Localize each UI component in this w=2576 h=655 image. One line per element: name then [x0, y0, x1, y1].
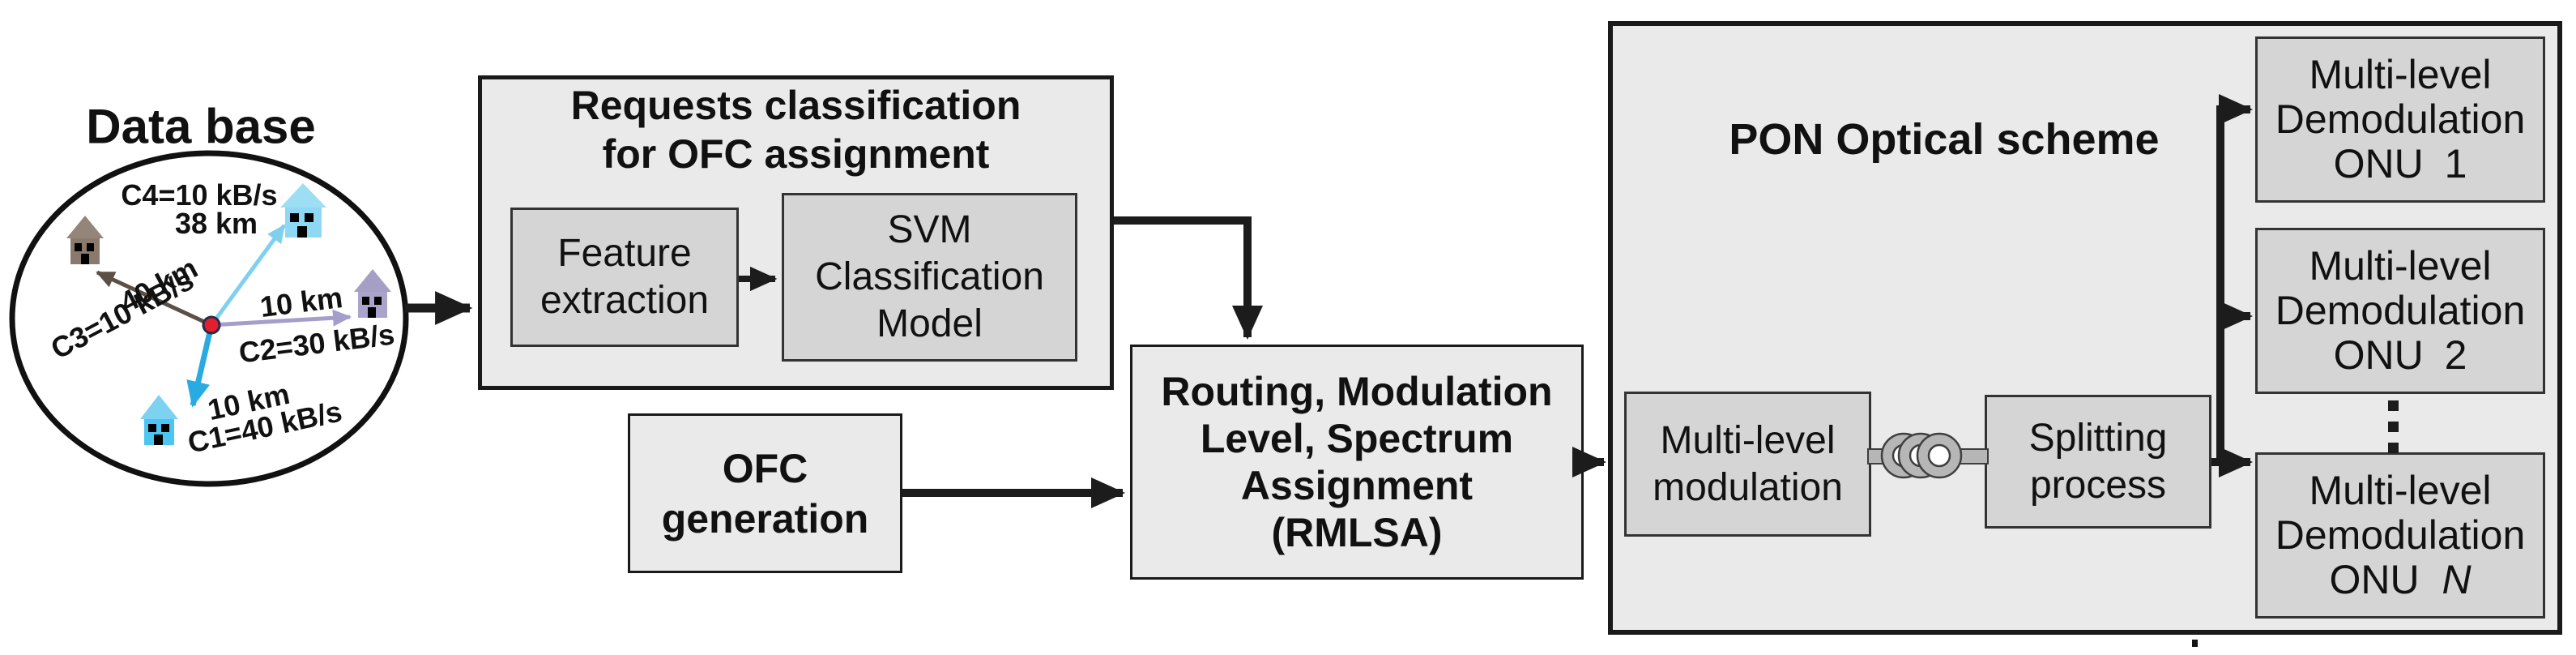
flow-arrow-classification-to-rmlsa [1114, 216, 1263, 340]
splitting-process-box [1985, 395, 2211, 529]
onuN-label: Multi-level Demodulation ONU N [2275, 468, 2526, 602]
requests-classification-title: Requests classification for OFC assignme… [570, 83, 1021, 177]
onu1-demodulation-box [2255, 36, 2545, 203]
house-icon-c4 [280, 183, 326, 238]
label-c4-distance: 38 km [174, 207, 258, 240]
label-c3-rate: C3=10 kB/s [45, 263, 199, 366]
house-c3-body [70, 238, 100, 264]
house-icon-c1 [140, 395, 178, 445]
house-c1-roof [140, 395, 178, 419]
svm-classification-box [782, 193, 1077, 362]
ofc-generation-box [628, 413, 902, 573]
ofc-generation-label: OFC generation [661, 445, 869, 542]
database-title: Data base [86, 99, 316, 154]
feature-extraction-box [510, 208, 739, 347]
house-c4-body [285, 208, 322, 238]
label-c2-distance: 10 km [258, 280, 345, 324]
svm-classification-label: SVM Classification Model [815, 208, 1044, 345]
onuN-demodulation-box [2255, 452, 2545, 619]
rmlsa-box [1130, 345, 1584, 580]
house-c4-roof [280, 183, 326, 208]
onu2-label: Multi-level Demodulation ONU 2 [2275, 243, 2526, 378]
house-c2-body [358, 292, 387, 318]
house-icon-c3 [66, 216, 104, 264]
house-c2-roof [354, 269, 391, 292]
multilevel-modulation-label: Multi-level modulation [1653, 418, 1843, 509]
hub-dot [202, 315, 221, 335]
multilevel-modulation-box [1624, 392, 1871, 537]
splitting-process-label: Splitting process [2028, 416, 2168, 507]
stray-dot-artifact [2192, 640, 2198, 647]
house-c1-body [144, 419, 174, 445]
rmlsa-label: Routing, Modulation Level, Spectrum Assi… [1161, 369, 1553, 555]
label-c2-rate: C2=30 kB/s [237, 317, 397, 370]
house-c3-roof [66, 216, 104, 238]
feature-extraction-label: Feature extraction [540, 232, 710, 322]
house-icon-c2 [354, 269, 391, 318]
pon-title: PON Optical scheme [1729, 115, 2160, 164]
onu1-label: Multi-level Demodulation ONU 1 [2275, 52, 2526, 186]
onu2-demodulation-box [2255, 228, 2545, 394]
